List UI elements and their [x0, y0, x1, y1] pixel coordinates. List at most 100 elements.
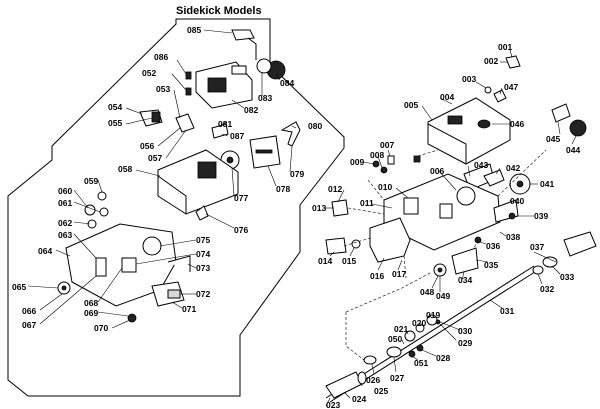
part-082-knob: [231, 65, 247, 75]
label-068: 068: [84, 298, 98, 308]
part-025-collar: [357, 371, 367, 385]
part-003-screw: [484, 86, 492, 94]
part-039-screw: [508, 212, 516, 220]
label-029: 029: [458, 338, 472, 348]
label-085: 085: [187, 25, 201, 35]
label-042: 042: [506, 163, 520, 173]
part-082-window: [207, 77, 227, 93]
part-013-bracket: [331, 199, 349, 217]
label-003: 003: [462, 74, 476, 84]
label-059: 059: [84, 176, 98, 186]
label-025: 025: [374, 386, 388, 396]
label-008: 008: [370, 150, 384, 160]
part-073-rod: [167, 255, 191, 272]
label-030: 030: [458, 326, 472, 336]
part-048-coupler-center: [437, 267, 443, 273]
label-040: 040: [510, 196, 524, 206]
label-066: 066: [22, 306, 36, 316]
part-070-screw: [127, 313, 137, 323]
label-036: 036: [486, 241, 500, 251]
part-074-block: [121, 257, 137, 273]
label-006: 006: [430, 166, 444, 176]
part-059-screw: [97, 191, 107, 201]
label-045: 045: [546, 134, 560, 144]
part-004-window: [447, 115, 463, 125]
part-051-screw: [408, 350, 416, 358]
label-049: 049: [436, 291, 450, 301]
part-008-screw: [380, 166, 388, 174]
label-055: 055: [108, 118, 122, 128]
part-015-nut: [351, 239, 361, 249]
label-075: 075: [196, 235, 210, 245]
part-077-gauge-center: [226, 156, 234, 164]
part-004-edge: [427, 123, 467, 164]
part-086-clip: [185, 71, 192, 80]
part-041-gauge-center: [516, 180, 524, 188]
label-033: 033: [560, 272, 574, 282]
part-055-knob: [151, 111, 161, 123]
label-056: 056: [140, 141, 154, 151]
part-083-ring: [256, 58, 272, 74]
sidekick-models-title: Sidekick Models: [176, 5, 262, 17]
label-023: 023: [326, 400, 340, 409]
label-074: 074: [196, 249, 210, 259]
part-006-hole: [456, 186, 476, 206]
label-065: 065: [12, 282, 26, 292]
label-080: 080: [308, 121, 322, 131]
label-047: 047: [504, 82, 518, 92]
label-027: 027: [390, 373, 404, 383]
label-014: 014: [318, 256, 332, 266]
part-063-block: [95, 257, 107, 277]
label-011: 011: [360, 198, 374, 208]
label-021: 021: [394, 324, 408, 334]
label-087: 087: [230, 131, 244, 141]
part-076-spring: [195, 205, 209, 221]
label-013: 013: [312, 203, 326, 213]
part-004-housing: [427, 97, 511, 165]
label-031: 031: [500, 306, 514, 316]
label-046: 046: [510, 119, 524, 129]
label-062: 062: [58, 218, 72, 228]
part-046-badge: [477, 119, 491, 129]
part-030-pin: [435, 319, 441, 325]
label-077: 077: [234, 193, 248, 203]
label-028: 028: [436, 353, 450, 363]
label-015: 015: [342, 256, 356, 266]
label-072: 072: [196, 289, 210, 299]
part-047-clip: [493, 89, 507, 103]
label-064: 064: [38, 246, 52, 256]
label-032: 032: [540, 284, 554, 294]
part-007-screw: [387, 155, 395, 165]
label-086: 086: [154, 52, 168, 62]
label-020: 020: [412, 318, 426, 328]
label-063: 063: [58, 230, 72, 240]
part-002-connector: [505, 55, 521, 69]
label-071: 071: [182, 304, 196, 314]
label-026: 026: [366, 375, 380, 385]
sidekick-leader-lines: [27, 29, 297, 329]
part-027-collar: [386, 346, 402, 358]
part-014-knob: [325, 237, 347, 255]
part-028-screw: [416, 344, 424, 352]
label-012: 012: [328, 184, 342, 194]
label-052: 052: [142, 68, 156, 78]
part-033-collar: [542, 256, 558, 268]
part-034-bracket: [451, 247, 479, 275]
part-072-plate: [167, 289, 181, 299]
label-069: 069: [84, 308, 98, 318]
label-060: 060: [58, 186, 72, 196]
label-081: 081: [218, 119, 232, 129]
part-010-block: [439, 203, 453, 219]
label-058: 058: [118, 164, 132, 174]
label-005: 005: [404, 100, 418, 110]
label-041: 041: [540, 179, 554, 189]
label-083: 083: [258, 93, 272, 103]
label-010: 010: [378, 182, 392, 192]
part-010-switch: [403, 197, 419, 215]
part-037-handle-grip: [563, 231, 597, 257]
part-085-wire: [247, 37, 257, 60]
part-026-collar: [363, 355, 377, 365]
main-leader-lines: [324, 49, 577, 407]
part-053-connector: [175, 113, 195, 133]
label-038: 038: [506, 232, 520, 242]
